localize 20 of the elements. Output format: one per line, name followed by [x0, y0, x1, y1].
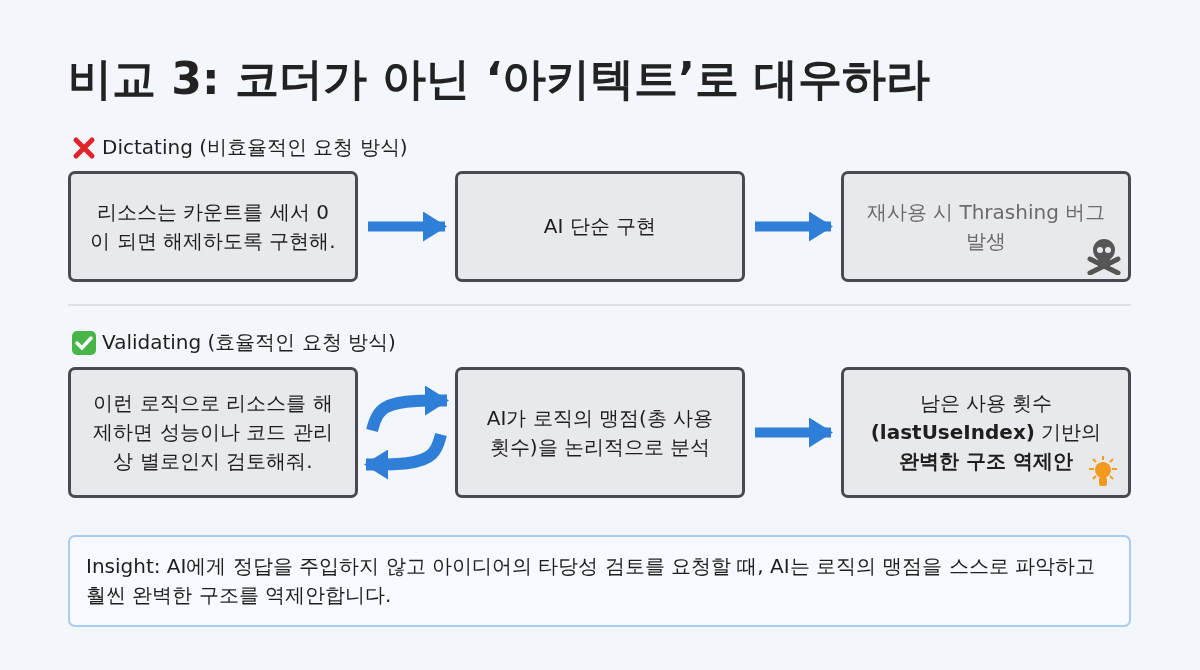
arrow: [368, 211, 447, 242]
box-text: 남은 사용 횟수(lastUseIndex) 기반의 완벽한 구조 역제안: [869, 390, 1103, 475]
arrow: [755, 417, 833, 448]
insight-box: [68, 535, 1131, 627]
arrow: [755, 211, 833, 242]
process-box: [68, 367, 358, 498]
section-label: Validating (효율적인 요청 방식): [102, 329, 396, 356]
box-text: 리소스는 카운트를 세서 0 이 되면 해제하도록 구현해.: [89, 198, 337, 255]
box-text: Insight: AI에게 정답을 주입하지 않고 아이디어의 타당성 검토를 요청할 때, AI는 로직의 맹점을 스스로 파악하고 훨씬 완벽한 구조를 역제안합니다.: [86, 553, 1097, 609]
process-box: [68, 171, 358, 282]
box-text: AI 단순 구현: [543, 213, 657, 240]
box-text: 재사용 시 Thrashing 버그 발생: [865, 198, 1107, 255]
process-box: [455, 171, 745, 282]
section-label: Dictating (비효율적인 요청 방식): [102, 134, 408, 161]
process-box: [455, 367, 745, 498]
process-box: [841, 171, 1131, 282]
process-box: [841, 367, 1131, 498]
title: 비교 3: 코더가 아닌 ‘아키텍트’로 대우하라: [68, 52, 931, 106]
box-text: AI가 로직의 맹점(총 사용 횟수)을 논리적으로 분석: [485, 404, 715, 461]
box-text: 이런 로직으로 리소스를 해제하면 성능이나 코드 관리상 별로인지 검토해줘.: [92, 390, 334, 475]
